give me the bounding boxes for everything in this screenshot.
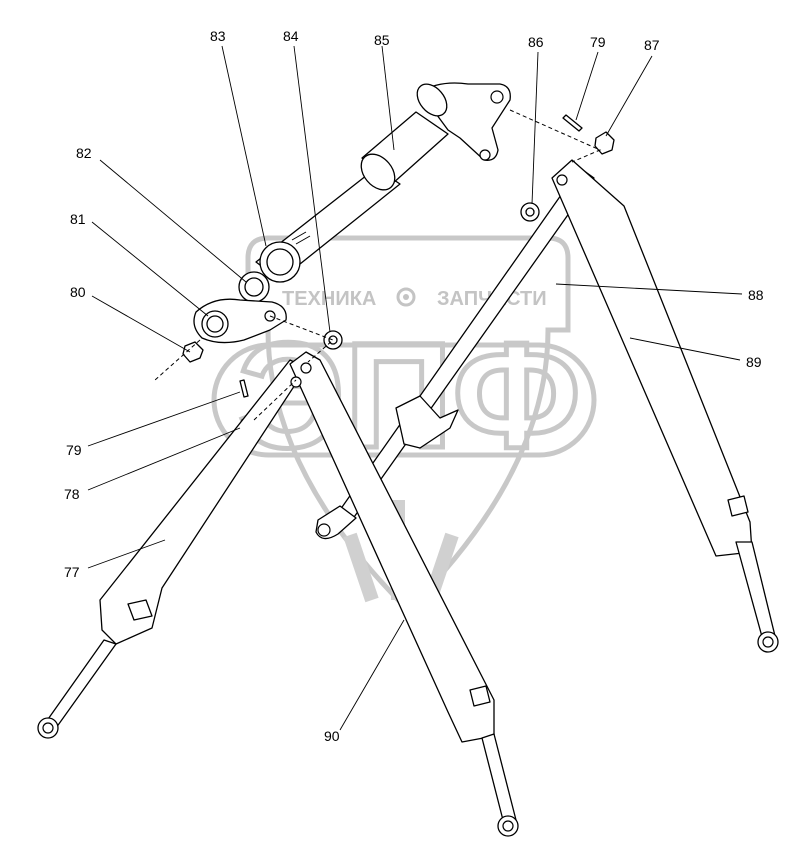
callout-85: 85 bbox=[374, 32, 390, 48]
callout-78: 78 bbox=[64, 486, 80, 502]
callout-77: 77 bbox=[64, 564, 80, 580]
part-89-arm bbox=[551, 159, 779, 653]
assembly-line-middle bbox=[269, 315, 334, 363]
callout-89: 89 bbox=[746, 354, 762, 370]
part-86-washer bbox=[520, 202, 540, 222]
watermark-text-left: ТЕХНИКА bbox=[282, 288, 376, 310]
callout-83: 83 bbox=[210, 28, 226, 44]
callout-79-left: 79 bbox=[66, 442, 82, 458]
part-80-nut bbox=[182, 341, 204, 363]
callout-84: 84 bbox=[283, 28, 299, 44]
part-82-ring bbox=[238, 271, 270, 303]
part-79-pin-top bbox=[562, 114, 583, 132]
part-83-ring bbox=[259, 241, 301, 283]
callout-82: 82 bbox=[76, 145, 92, 161]
callout-81: 81 bbox=[70, 211, 86, 227]
callout-79-top: 79 bbox=[590, 34, 606, 50]
part-84-washer bbox=[323, 330, 343, 350]
callout-88: 88 bbox=[748, 287, 764, 303]
callout-90: 90 bbox=[324, 728, 340, 744]
leader-lines bbox=[87, 45, 743, 731]
part-87-bushing bbox=[594, 131, 615, 155]
part-88-link bbox=[315, 167, 595, 540]
callout-86: 86 bbox=[528, 34, 544, 50]
part-79-pin-left bbox=[239, 379, 249, 398]
callout-80: 80 bbox=[70, 284, 86, 300]
assembly-line-nut bbox=[154, 339, 201, 381]
assembly-line-top bbox=[509, 109, 602, 163]
part-81-lever bbox=[193, 298, 287, 344]
watermark-letters: ЭПФ bbox=[238, 311, 581, 479]
part-90-arm bbox=[289, 351, 519, 837]
part-77-arm bbox=[37, 359, 307, 739]
gear-icon bbox=[396, 287, 416, 307]
callout-87: 87 bbox=[644, 37, 660, 53]
assembly-line-left bbox=[253, 379, 297, 421]
